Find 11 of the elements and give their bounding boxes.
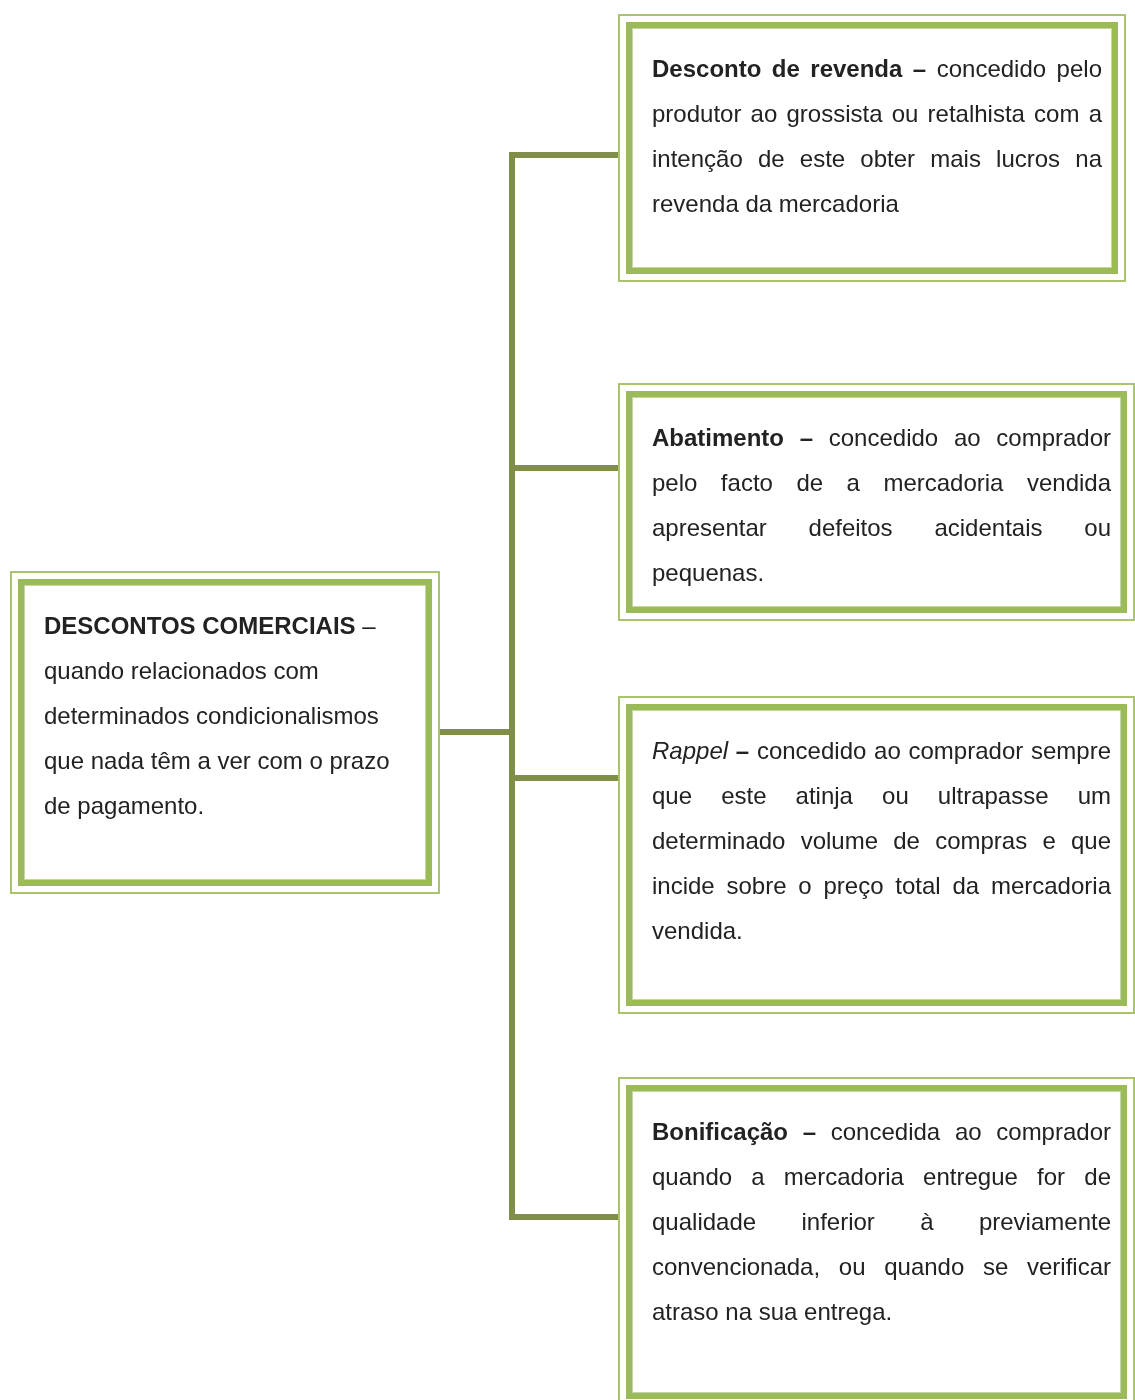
- connector-line: [440, 729, 618, 1220]
- definition-text: Bonificação – concedida ao comprador quando a mercadoria entregue for de qualidade inferior à previamente convencionada, ou quando se verificar atraso na sua entrega.: [652, 1117, 1111, 1327]
- definition-text: DESCONTOS COMERCIAIS – quando relacionados com determinados condicionalismos que nada têm a ver com o prazo de pagamento.: [44, 611, 391, 821]
- topic-box: [10, 571, 440, 894]
- definition-box: [618, 1077, 1135, 1400]
- definition-box: [618, 14, 1126, 282]
- definition-text: Rappel – concedido ao comprador sempre que este atinja ou ultrapasse um determinado volume de compras e que incide sobre o preço total da mercadoria vendida.: [652, 736, 1111, 946]
- definition-text: Desconto de revenda – concedido pelo produtor ao grossista ou retalhista com a intenção de este obter mais lucros na revenda da mercadoria: [652, 54, 1102, 219]
- definition-box: [618, 383, 1135, 621]
- definition-box: [618, 696, 1135, 1014]
- definition-text: Abatimento – concedido ao comprador pelo facto de a mercadoria vendida apresentar defeitos acidentais ou pequenas.: [652, 423, 1111, 588]
